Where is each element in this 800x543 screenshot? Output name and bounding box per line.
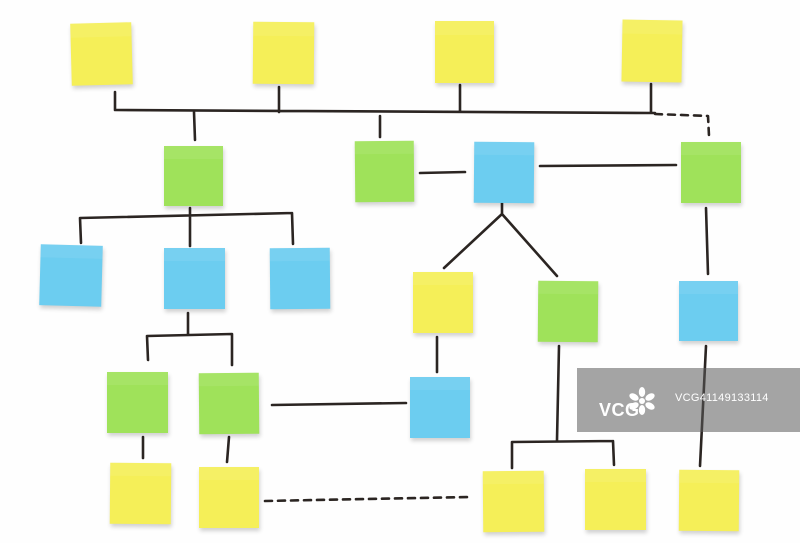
note-l2-3 (473, 141, 535, 204)
note-l4-3 (410, 377, 470, 438)
note-l5-3 (482, 470, 545, 533)
flower-icon (629, 387, 655, 415)
blue-split-line (442, 200, 559, 278)
note-top-2 (252, 21, 315, 85)
note-l3-1 (39, 244, 103, 307)
note-l3-3 (269, 247, 331, 310)
note-l4-2 (198, 372, 260, 435)
note-l5-1 (109, 462, 172, 525)
green1-branch-line (78, 206, 295, 248)
bottom-dashed-line (263, 495, 472, 503)
blue-to-green4-line (538, 163, 678, 168)
watermark-logo: VCG (585, 380, 655, 420)
watermark: VCG VCG41149133114 (577, 368, 800, 432)
note-l3-2 (164, 248, 225, 309)
note-l5-2 (199, 467, 259, 528)
note-l3-4 (413, 272, 473, 333)
top-bus-line (113, 82, 657, 115)
note-top-3 (435, 21, 494, 83)
note-l4-1 (107, 372, 168, 433)
blue-l3-branch-line (145, 311, 234, 367)
green4-to-blue-line (704, 206, 710, 276)
green-l4-to-blue-line (270, 401, 408, 407)
note-l2-4 (681, 142, 741, 203)
green-l4-2-drop-line (225, 435, 231, 464)
note-l5-4 (585, 469, 646, 530)
note-l3-5 (537, 280, 599, 343)
top-dashed-line (653, 112, 711, 138)
note-l3-6 (679, 281, 738, 341)
note-top-1 (70, 22, 133, 86)
drop-to-green-1 (192, 110, 197, 142)
note-l2-2 (354, 140, 415, 203)
watermark-logo-text: VCG (599, 400, 640, 420)
watermark-id: VCG41149133114 (675, 392, 769, 404)
green-l3-branch-line (510, 344, 616, 470)
green2-to-blue-line (418, 170, 467, 175)
note-top-4 (621, 19, 683, 83)
note-l2-1 (164, 146, 223, 206)
note-l5-5 (678, 469, 740, 532)
